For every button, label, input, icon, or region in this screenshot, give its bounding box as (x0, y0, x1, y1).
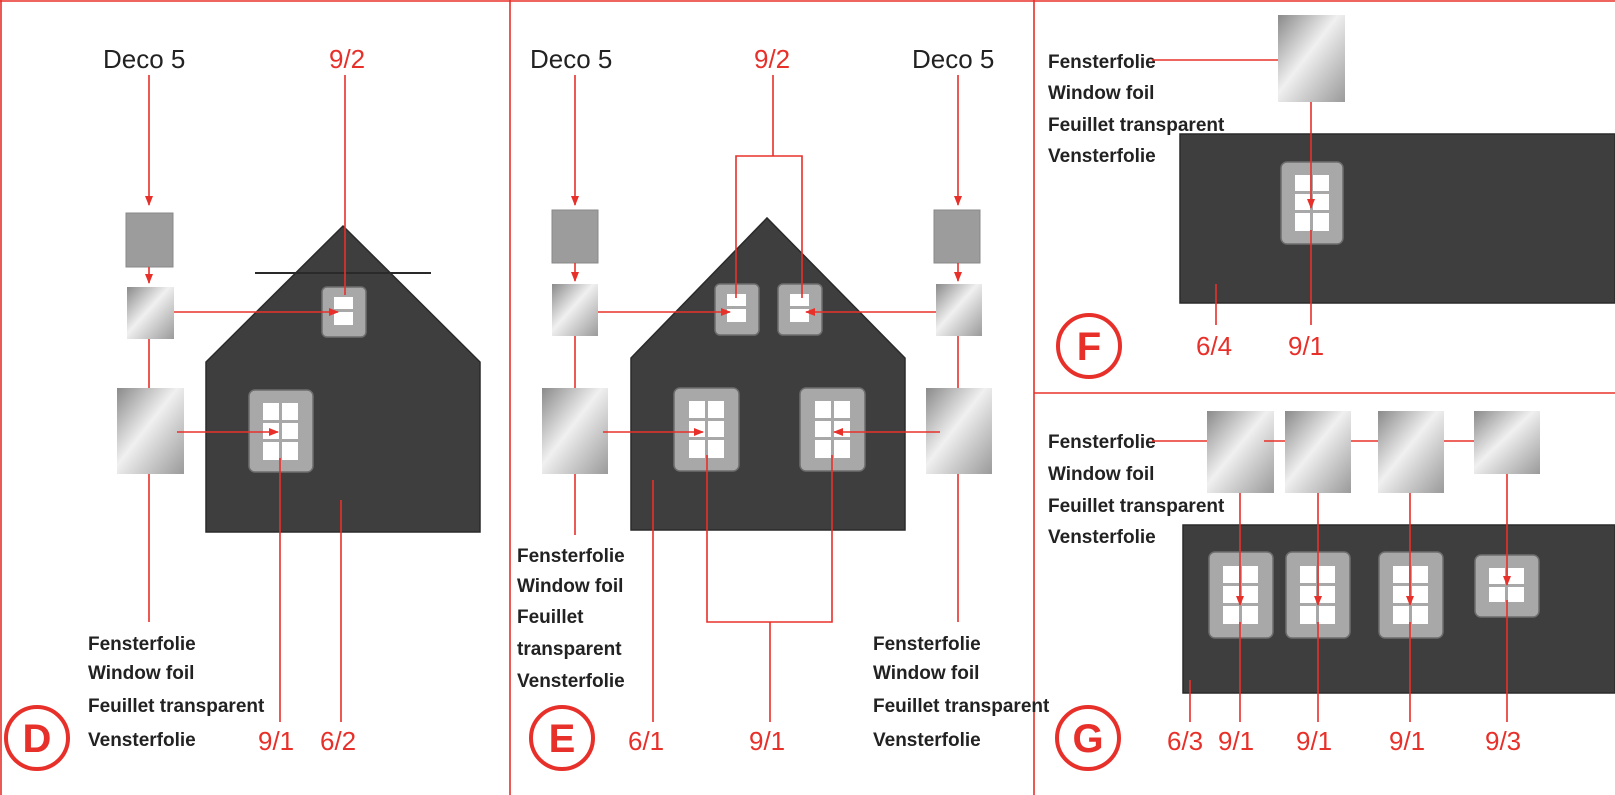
part-number-label: 6/1 (628, 726, 664, 756)
panel-g: Fensterfolie Window foil Feuillet transp… (1048, 411, 1615, 771)
panel-badge: D (4, 705, 70, 771)
svg-text:Fensterfolie: Fensterfolie (1048, 432, 1156, 453)
large-window (673, 387, 740, 472)
small-window (714, 283, 760, 336)
svg-text:Vensterfolie: Vensterfolie (88, 730, 196, 751)
svg-text:Feuillet transparent: Feuillet transparent (873, 696, 1050, 717)
part-number-label: 9/1 (1389, 726, 1425, 756)
window-foil-caption: Fensterfolie Window foil Feuillet transp… (517, 546, 625, 692)
large-window (799, 387, 866, 472)
large-window (248, 389, 314, 473)
deco-sheet (933, 209, 981, 264)
svg-text:Vensterfolie: Vensterfolie (1048, 527, 1156, 548)
svg-text:Window foil: Window foil (873, 663, 979, 684)
house-wall (205, 224, 481, 533)
small-window (777, 283, 823, 336)
window-foil (1278, 15, 1345, 102)
part-number-label: 6/3 (1167, 726, 1203, 756)
deco-sheet (125, 212, 174, 268)
svg-text:Vensterfolie: Vensterfolie (1048, 146, 1156, 167)
window-foil-caption: Fensterfolie Window foil Feuillet transp… (873, 634, 1050, 751)
window-foil (1285, 411, 1351, 493)
svg-text:Feuillet transparent: Feuillet transparent (1048, 496, 1225, 517)
svg-text:Vensterfolie: Vensterfolie (517, 671, 625, 692)
window-foil (936, 284, 982, 336)
part-number-label: 6/4 (1196, 331, 1232, 361)
svg-text:Feuillet transparent: Feuillet transparent (1048, 115, 1225, 136)
large-window (1208, 551, 1274, 639)
window-foil (1378, 411, 1444, 493)
deco-label: Deco 5 (103, 44, 185, 74)
svg-text:Window foil: Window foil (1048, 464, 1154, 485)
part-number-label: 9/1 (749, 726, 785, 756)
panel-badge: E (529, 705, 595, 771)
window-foil (542, 388, 608, 474)
window-foil (1474, 411, 1540, 474)
svg-text:Feuillet transparent: Feuillet transparent (88, 696, 265, 717)
window-foil (127, 287, 174, 339)
part-number-label: 9/1 (1218, 726, 1254, 756)
deco-label: Deco 5 (530, 44, 612, 74)
svg-text:Vensterfolie: Vensterfolie (873, 730, 981, 751)
deco-sheet (551, 209, 599, 264)
window-foil (1207, 411, 1274, 493)
svg-text:Fensterfolie: Fensterfolie (1048, 52, 1156, 73)
svg-text:transparent: transparent (517, 639, 622, 660)
svg-text:Window foil: Window foil (88, 663, 194, 684)
window-foil (117, 388, 184, 474)
part-number-label: 9/2 (754, 44, 790, 74)
part-number-label: 9/2 (329, 44, 365, 74)
part-number-label: 9/1 (1296, 726, 1332, 756)
svg-text:D: D (23, 717, 52, 761)
svg-text:Window foil: Window foil (517, 576, 623, 597)
svg-text:Feuillet: Feuillet (517, 607, 584, 628)
wall-panel (1179, 133, 1615, 304)
svg-text:E: E (549, 717, 576, 761)
large-window (1280, 161, 1344, 245)
window-foil (926, 388, 992, 474)
panel-f: Fensterfolie Window foil Feuillet transp… (1048, 15, 1615, 379)
window-foil-caption: Fensterfolie Window foil Feuillet transp… (1048, 432, 1225, 548)
panel-badge: G (1055, 705, 1121, 771)
window-foil-caption: Fensterfolie Window foil Feuillet transp… (88, 634, 265, 751)
part-number-label: 9/3 (1485, 726, 1521, 756)
part-number-label: 9/1 (1288, 331, 1324, 361)
svg-text:Fensterfolie: Fensterfolie (517, 546, 625, 567)
svg-text:Fensterfolie: Fensterfolie (88, 634, 196, 655)
window-foil (552, 284, 598, 336)
part-number-label: 9/1 (258, 726, 294, 756)
panel-d: Deco 5 9/2 Fensterfolie Wind (4, 44, 481, 771)
deco-label: Deco 5 (912, 44, 994, 74)
panel-badge: F (1056, 313, 1122, 379)
house-wall (630, 216, 906, 531)
panel-e: Deco 5 9/2 Deco 5 (517, 44, 1050, 771)
svg-text:G: G (1072, 717, 1103, 761)
small-window (321, 286, 367, 338)
svg-text:F: F (1077, 325, 1101, 369)
part-number-label: 6/2 (320, 726, 356, 756)
svg-text:Fensterfolie: Fensterfolie (873, 634, 981, 655)
window-foil-caption: Fensterfolie Window foil Feuillet transp… (1048, 52, 1225, 167)
svg-text:Window foil: Window foil (1048, 83, 1154, 104)
large-window (1378, 551, 1444, 639)
